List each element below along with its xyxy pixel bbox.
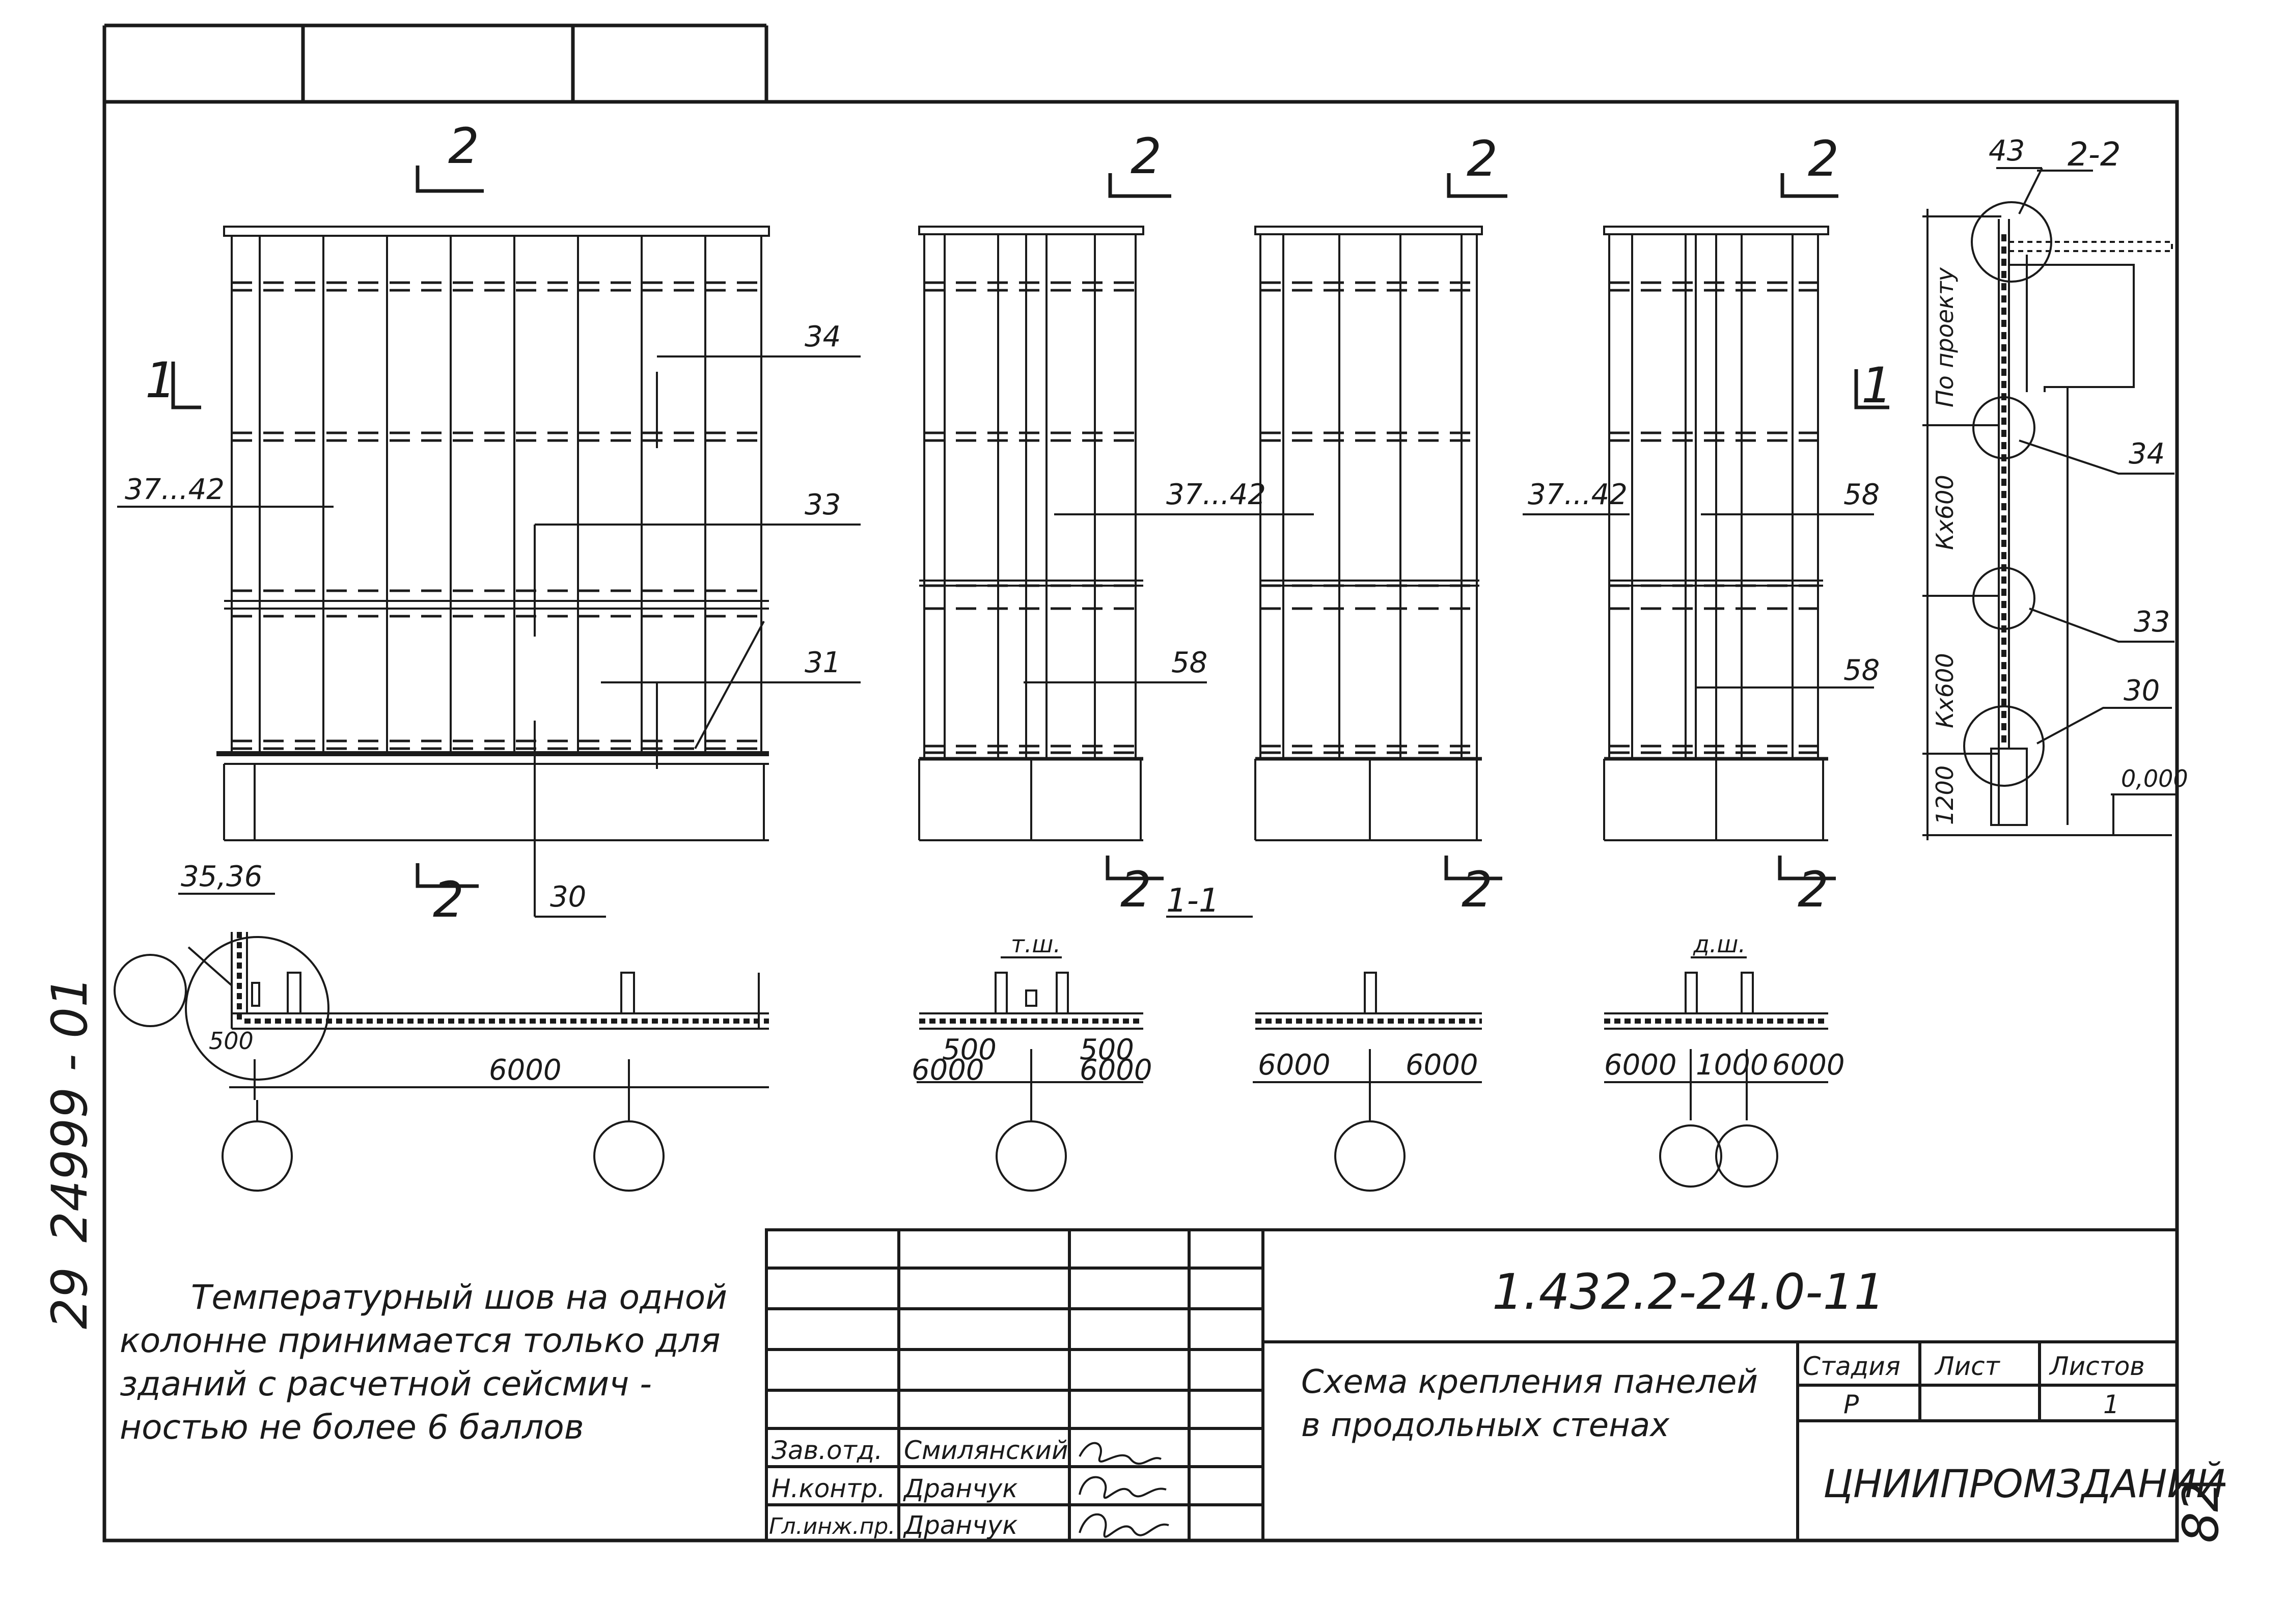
label-33-s22: 33 <box>2134 605 2170 639</box>
dim-kx600-b: Кх600 <box>1931 653 1959 728</box>
elevation-2 <box>918 226 1314 841</box>
level-mark: 0,000 <box>2121 765 2188 792</box>
label-30: 30 <box>550 880 586 914</box>
title-line-1: Схема крепления панелей <box>1301 1363 1758 1401</box>
sheets-header: Листов <box>2049 1352 2145 1381</box>
dim-kx600-a: Кх600 <box>1931 475 1959 550</box>
dim-6000-d: 6000 <box>1258 1049 1331 1082</box>
section-marks-e2 <box>1106 173 1171 880</box>
dim-500-a: 500 <box>209 1027 254 1055</box>
archive-number: 24999 - 01 <box>41 976 98 1243</box>
section-mark-2-bot-b: 2 <box>1120 861 1151 918</box>
signatures <box>1079 1442 1169 1538</box>
label-33: 33 <box>805 488 841 521</box>
role-1: Н.контр. <box>772 1474 886 1503</box>
section-2-2 <box>1922 167 2177 840</box>
label-37-42-b: 37...42 <box>1166 478 1266 511</box>
section-marks-e1 <box>171 166 484 888</box>
plan-4 <box>1604 956 1828 1188</box>
plan-1 <box>114 893 769 1192</box>
section-mark-2-top-c: 2 <box>1467 130 1498 187</box>
dim-1200: 1200 <box>1931 765 1959 825</box>
label-tsh: т.ш. <box>1011 930 1061 958</box>
section-mark-2-top-b: 2 <box>1131 128 1162 185</box>
dim-500-b: 500 <box>942 1033 997 1066</box>
organization: ЦНИИПРОМЗДАНИЙ <box>1823 1461 2225 1506</box>
section-mark-2-bot-d: 2 <box>1798 861 1829 918</box>
name-1: Дранчук <box>903 1474 1017 1503</box>
dim-6000-b: 6000 <box>912 1054 984 1087</box>
role-2: Гл.инж.пр. <box>769 1513 895 1539</box>
label-43: 43 <box>1989 134 2025 168</box>
dim-po-proektu: По проекту <box>1931 267 1959 407</box>
section-mark-1-b: 1 <box>1861 357 1892 414</box>
plan-2 <box>917 916 1253 1192</box>
section-title-1-1: 1-1 <box>1166 882 1220 920</box>
label-58-a: 58 <box>1171 646 1207 679</box>
note-line-1: Температурный шов на одной <box>191 1278 727 1317</box>
plan-3 <box>1253 972 1482 1192</box>
label-35-36: 35,36 <box>181 860 262 893</box>
elevation-1-leaders <box>117 355 861 918</box>
label-31: 31 <box>805 646 841 679</box>
dim-6000-a: 6000 <box>489 1054 562 1087</box>
section-mark-2-top-d: 2 <box>1808 130 1839 187</box>
label-34: 34 <box>805 320 841 353</box>
section-mark-1-a: 1 <box>145 352 176 409</box>
archive-sheet: 29 <box>41 1267 98 1329</box>
title-line-2: в продольных стенах <box>1301 1407 1670 1444</box>
section-marks-e4 <box>1778 173 1889 880</box>
section-marks-e3 <box>1444 173 1507 880</box>
label-37-42-a: 37...42 <box>125 473 225 506</box>
sheets-value: 1 <box>2103 1390 2119 1419</box>
label-58-c: 58 <box>1843 654 1880 687</box>
stage-header: Стадия <box>1803 1352 1901 1381</box>
label-34-s22: 34 <box>2129 437 2165 471</box>
name-0: Смилянский <box>904 1436 1068 1465</box>
section-mark-2-bot-a: 2 <box>433 871 464 928</box>
dim-6000-e: 6000 <box>1406 1049 1478 1082</box>
note-line-3: зданий с расчетной сейсмич - <box>120 1364 652 1403</box>
role-0: Зав.отд. <box>772 1436 883 1465</box>
label-dsh: д.ш. <box>1693 930 1746 958</box>
label-58-b: 58 <box>1843 478 1880 511</box>
section-title-2-2: 2-2 <box>2068 136 2121 174</box>
sheet-header: Лист <box>1934 1352 2001 1381</box>
elevation-4 <box>1523 226 1874 841</box>
note-line-2: колонне принимается только для <box>120 1321 721 1360</box>
label-37-42-c: 37...42 <box>1528 478 1628 511</box>
title-block <box>765 1228 2179 1542</box>
section-mark-2-top-a: 2 <box>448 118 479 175</box>
document-code: 1.432.2-24.0-11 <box>1492 1263 1885 1320</box>
elevation-1 <box>216 226 770 917</box>
dim-6000-c: 6000 <box>1080 1054 1152 1087</box>
stage-value: Р <box>1843 1390 1859 1419</box>
section-mark-2-bot-c: 2 <box>1462 861 1493 918</box>
dim-6000-f: 6000 <box>1604 1049 1677 1082</box>
name-2: Дранчук <box>903 1510 1017 1540</box>
note-line-4: ностью не более 6 баллов <box>120 1408 584 1447</box>
elevation-3 <box>1254 226 1483 841</box>
dim-500-c: 500 <box>1080 1033 1134 1066</box>
dim-1000: 1000 <box>1696 1049 1769 1082</box>
dim-6000-g: 6000 <box>1772 1049 1845 1082</box>
label-30-s22: 30 <box>2124 674 2160 707</box>
page-number: 82 <box>2172 1481 2229 1543</box>
